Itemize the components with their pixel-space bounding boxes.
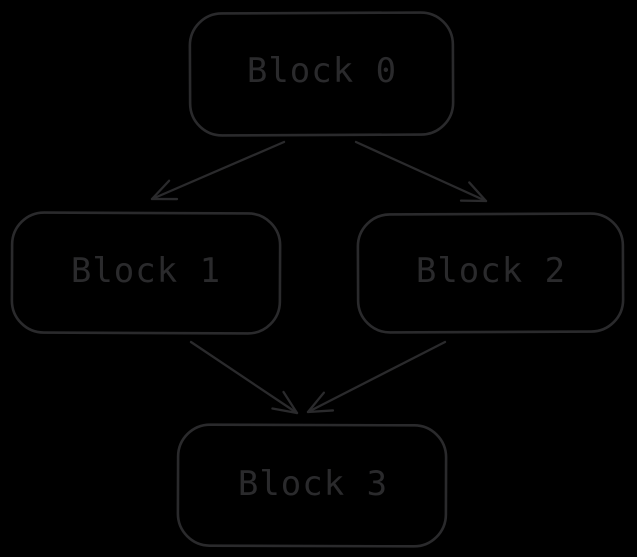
- node-block-0-shape: [188, 11, 455, 137]
- node-block-1-shape: [10, 211, 282, 335]
- node-block-0-label: Block 0: [247, 51, 397, 91]
- edge-block1-block3: [189, 340, 299, 415]
- node-block-0: Block 0: [188, 11, 455, 137]
- edge-block0-block2: [354, 140, 488, 203]
- node-block-1: Block 1: [10, 211, 282, 335]
- edge-block0-block1: [150, 140, 286, 201]
- arrowhead-icon: [150, 179, 179, 201]
- arrowhead-icon: [271, 390, 299, 415]
- arrowhead-icon: [459, 181, 488, 203]
- node-block-2-shape: [356, 212, 625, 334]
- edges-layer: [150, 140, 488, 415]
- node-block-3-shape: [176, 423, 448, 548]
- arrowhead-icon: [306, 391, 335, 414]
- node-block-2: Block 2: [356, 212, 625, 334]
- node-block-1-label: Block 1: [71, 251, 221, 291]
- edge-block2-block3: [306, 340, 447, 414]
- node-block-3: Block 3: [176, 423, 448, 548]
- node-block-3-label: Block 3: [238, 464, 388, 504]
- node-block-2-label: Block 2: [416, 251, 566, 291]
